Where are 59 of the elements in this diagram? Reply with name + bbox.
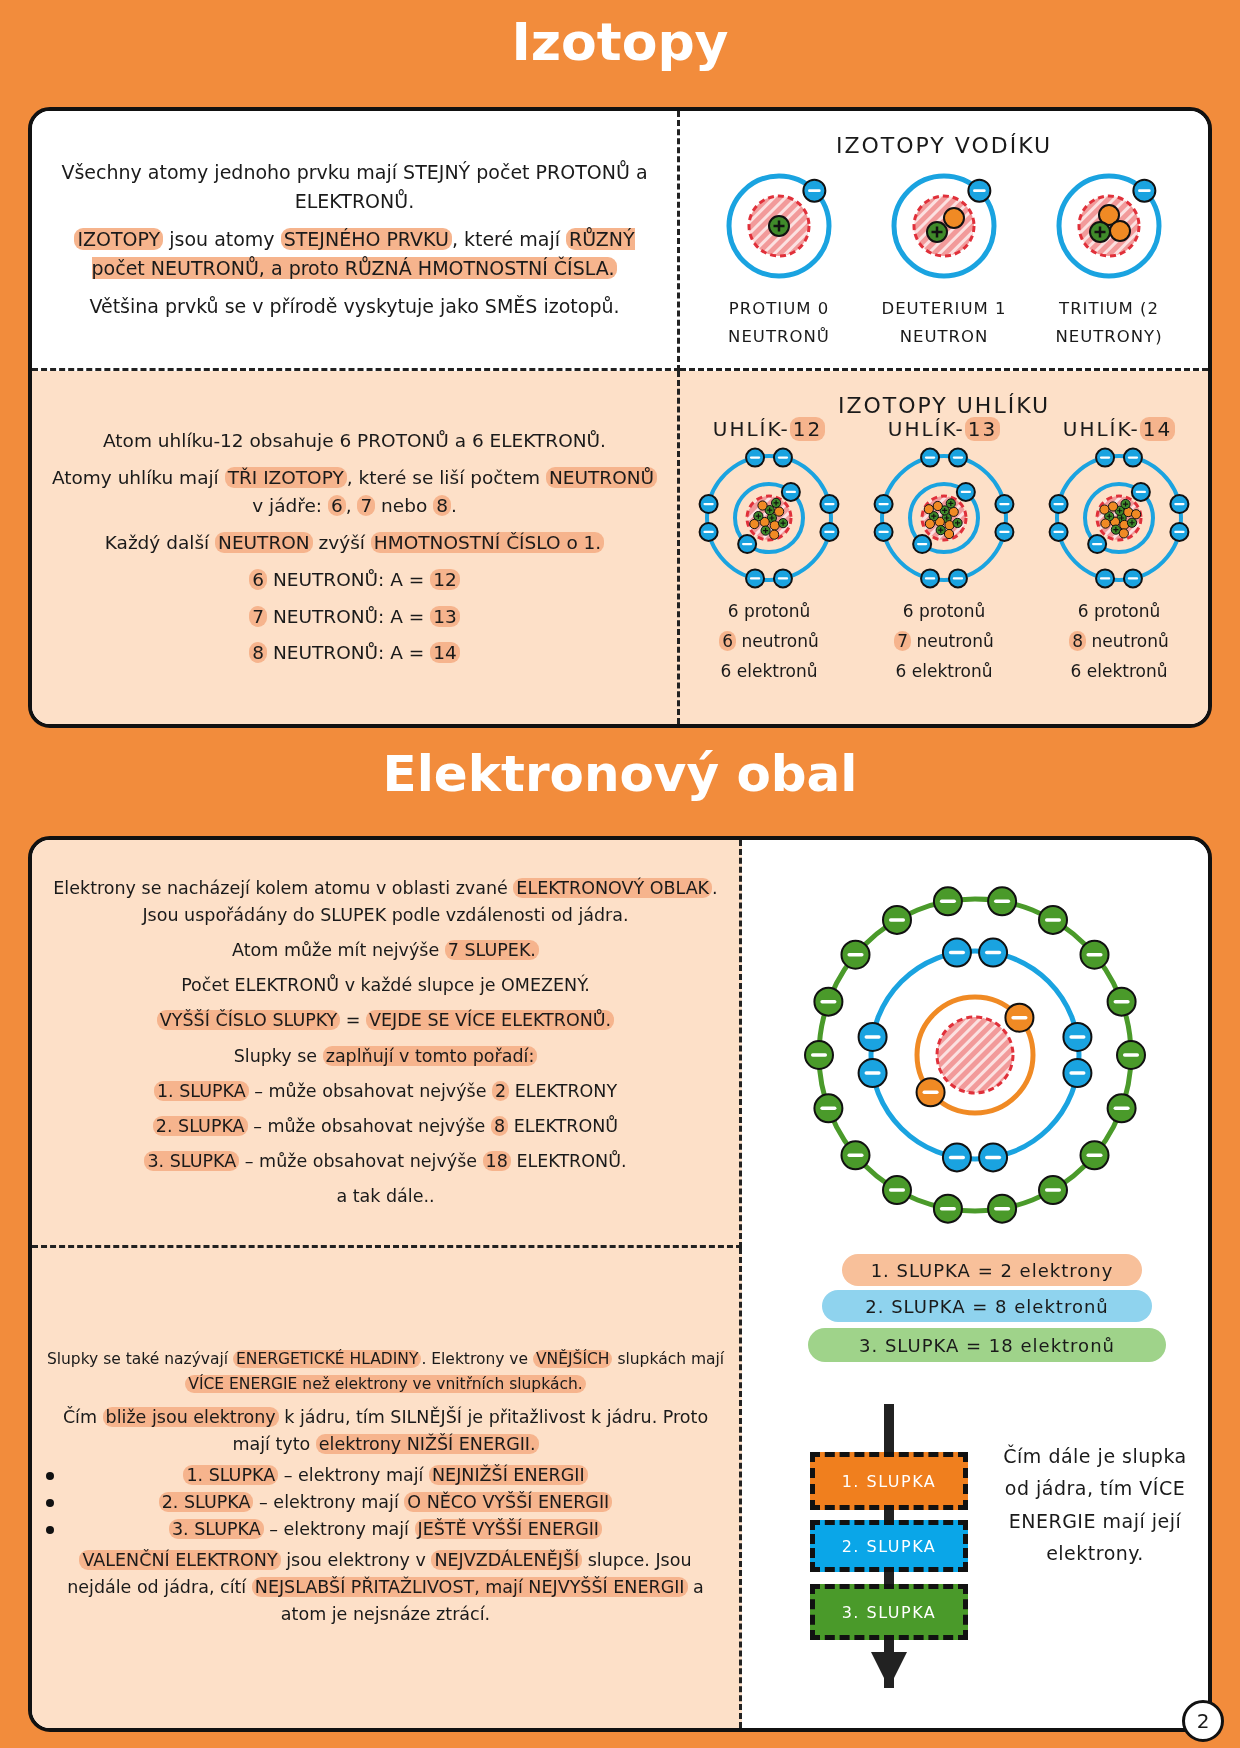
- paragraph: Slupky se také nazývají ENERGETICKÉ HLADINY. Elektrony ve VNĚJŠÍCH slupkách mají VÍCE ENERGIE než elektrony ve vnitřních slupkách.: [46, 1348, 725, 1395]
- atom-heading: UHLÍK-12: [684, 417, 854, 441]
- text-panel: [32, 840, 742, 1248]
- arrow: [871, 1640, 907, 1688]
- section-heading: Elektronový obal: [381, 745, 859, 805]
- text-panel: [32, 371, 680, 724]
- paragraph: Čím bliže jsou elektrony k jádru, tím SILNĚJŠÍ je přitažlivost k jádru. Proto mají tyto elektrony NIŽŠÍ ENERGII.: [61, 1405, 710, 1456]
- paragraph: a tak dále..: [336, 1185, 435, 1208]
- paragraph: Většina prvků se v přírodě vyskytuje jako SMĚS izotopů.: [89, 293, 620, 319]
- atom-caption: 7 neutronů: [859, 626, 1029, 657]
- atom-heading: UHLÍK-13: [859, 417, 1029, 441]
- atom-caption: DEUTERIUM 1 NEUTRON: [880, 298, 1008, 349]
- shell-box: 3. SLUPKA: [810, 1584, 968, 1640]
- atom-caption: 6 protonů: [726, 600, 812, 623]
- shell-box: 1. SLUPKA: [810, 1452, 968, 1510]
- paragraph: Všechny atomy jednoho prvku mají STEJNÝ počet PROTONŮ a ELEKTRONŮ.: [60, 159, 649, 215]
- text-panel: [32, 1248, 742, 1728]
- list-item: 3. SLUPKA – elektrony mají JEŠTĚ VYŠŠÍ ENERGII: [46, 1516, 725, 1544]
- paragraph: 6 NEUTRONŮ: A = 12: [249, 565, 460, 595]
- atom-caption: 6 elektronů: [1069, 659, 1169, 683]
- note-text: Čím dále je slupka od jádra, tím VÍCE ENERGIE mají její elektrony.: [1002, 1443, 1188, 1566]
- shell-capacity-label: 1. SLUPKA = 2 elektrony: [842, 1254, 1142, 1286]
- paragraph: Atom uhlíku-12 obsahuje 6 PROTONŮ a 6 ELEKTRONŮ.: [103, 429, 606, 454]
- page-title: Izotopy: [510, 12, 730, 74]
- list-item: 2. SLUPKA – elektrony mají O NĚCO VYŠŠÍ ENERGII: [46, 1488, 725, 1516]
- list-item: 1. SLUPKA – elektrony mají NEJNIŽŠÍ ENERGII: [46, 1461, 725, 1489]
- page-number: 2: [1182, 1700, 1224, 1742]
- connector-line: [884, 1510, 894, 1520]
- connector-line: [884, 1404, 894, 1452]
- text-panel: [32, 111, 680, 371]
- atom-heading: UHLÍK-14: [1034, 417, 1204, 441]
- atom-caption: 6 neutronů: [684, 626, 854, 657]
- paragraph: Každý další NEUTRON zvýší HMOTNOSTNÍ ČÍSLO o 1.: [104, 529, 605, 558]
- atom-caption: 6 protonů: [1076, 600, 1162, 623]
- paragraph: Elektrony se nacházejí kolem atomu v oblasti zvané ELEKTRONOVÝ OBLAK. Jsou uspořádány do SLUPEK podle vzdálenosti od jádra.: [52, 876, 719, 927]
- text-panel: [680, 371, 1208, 724]
- paragraph: 7 NEUTRONŮ: A = 13: [249, 602, 460, 632]
- paragraph: 2. SLUPKA – může obsahovat nejvýše 8 ELEKTRONŮ: [152, 1112, 619, 1140]
- paragraph: Počet ELEKTRONŮ v každé slupce je OMEZENÝ.: [181, 973, 590, 998]
- shell-box: 2. SLUPKA: [810, 1520, 968, 1572]
- paragraph: 3. SLUPKA – může obsahovat nejvýše 18 ELEKTRONŮ.: [144, 1147, 627, 1175]
- paragraph: VYŠŠÍ ČÍSLO SLUPKY = VEJDE SE VÍCE ELEKTRONŮ.: [156, 1007, 615, 1035]
- atom-caption: 6 elektronů: [894, 659, 994, 683]
- text-panel: [680, 111, 1208, 371]
- atom-caption: 6 protonů: [901, 600, 987, 623]
- atom-caption: 8 neutronů: [1034, 626, 1204, 657]
- paragraph: 8 NEUTRONŮ: A = 14: [249, 639, 460, 668]
- panel-heading: IZOTOPY VODÍKU: [835, 132, 1053, 160]
- paragraph: 1. SLUPKA – může obsahovat nejvýše 2 ELEKTRONY: [153, 1077, 618, 1105]
- paragraph: Atom může mít nejvýše 7 SLUPEK.: [232, 937, 539, 965]
- atom-caption: PROTIUM 0 NEUTRONŮ: [727, 298, 831, 349]
- connector-line: [884, 1572, 894, 1584]
- atom-caption: 6 elektronů: [719, 659, 819, 683]
- paragraph: VALENČNÍ ELEKTRONY jsou elektrony v NEJVZDÁLENĚJŠÍ slupce. Jsou nejdále od jádra, cítí NEJSLABŠÍ PŘITAŽLIVOST, mají NEJVYŠŠÍ ENERGII a atom je nejsnáze ztrácí.: [66, 1548, 705, 1627]
- panel-heading: IZOTOPY UHLÍKU: [837, 392, 1051, 418]
- shell-capacity-label: 3. SLUPKA = 18 elektronů: [808, 1328, 1166, 1362]
- atom-caption: TRITIUM (2 NEUTRONY): [1054, 298, 1164, 349]
- shell-capacity-label: 2. SLUPKA = 8 elektronů: [822, 1290, 1152, 1322]
- paragraph: Atomy uhlíku mají TŘI IZOTOPY, které se liší počtem NEUTRONŮ v jádře: 6, 7 nebo 8.: [46, 463, 663, 522]
